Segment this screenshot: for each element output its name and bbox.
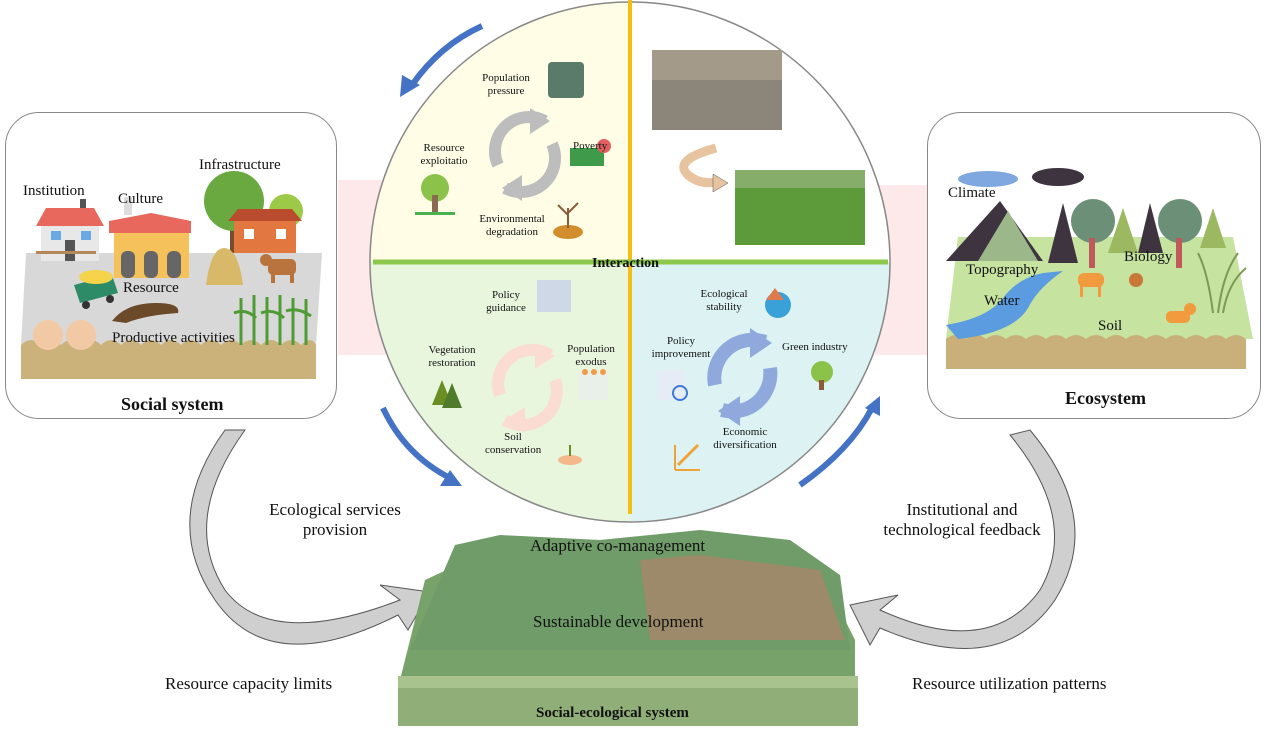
corn-field-icon [233, 295, 312, 345]
infrastructure-icon [204, 171, 303, 253]
squirrel-icon [1129, 273, 1143, 287]
right-feedback-arrow [849, 429, 1076, 649]
social-system-panel: Institution Culture Infrastructure Resou… [5, 112, 337, 419]
label-policy-improvement: Policy improvement [651, 335, 711, 360]
hay-bale-icon [66, 320, 96, 350]
economic-diversification-icon [674, 443, 700, 471]
label-infrastructure: Infrastructure [199, 157, 281, 173]
transition-arrow-icon [679, 143, 718, 188]
arrowhead-icon [440, 470, 462, 486]
arrow-to-ecosystem [798, 406, 875, 488]
label-soil: Soil [1098, 318, 1123, 334]
ecosystem-illustration [946, 168, 1253, 369]
hay-bale-icon [33, 320, 63, 350]
forest-icon [1048, 199, 1226, 268]
label-resource-utilization-patterns: Resource utilization patterns [912, 674, 1107, 693]
vegetation-restoration-icon [432, 380, 462, 408]
label-institution: Institution [23, 183, 85, 199]
soil-conservation-icon [558, 445, 582, 465]
green-industry-icon [811, 361, 833, 390]
label-culture: Culture [118, 191, 163, 207]
label-economic-diversification: Economic diversification [713, 426, 777, 451]
label-population-pressure: Population pressure [482, 72, 530, 97]
policy-guidance-icon [537, 280, 571, 312]
arrowhead-icon [400, 75, 420, 97]
cart-icon [74, 270, 118, 309]
interaction-title: Interaction [592, 256, 659, 271]
label-resource: Resource [123, 280, 179, 296]
label-sustainable-development: Sustainable development [533, 612, 704, 631]
policy-improvement-icon [657, 370, 688, 401]
label-ecological-services-provision: Ecological services provision [269, 500, 401, 539]
ecosystem-panel: Climate Topography Biology Water Soil Ec… [927, 112, 1261, 419]
label-institutional-technological-feedback: Institutional and technological feedback [883, 500, 1041, 539]
ecosystem-title: Ecosystem [1065, 388, 1146, 408]
label-environmental-degradation: Environmental degradation [479, 213, 545, 238]
deer-icon [1078, 273, 1104, 297]
label-poverty: Poverty [573, 140, 608, 152]
label-productive-activities: Productive activities [112, 330, 235, 346]
label-biology: Biology [1124, 249, 1173, 265]
label-ecological-stability: Ecological stability [700, 288, 748, 313]
label-climate: Climate [948, 185, 996, 201]
label-adaptive-co-management: Adaptive co-management [530, 536, 706, 555]
resource-exploitation-icon [415, 174, 455, 215]
label-population-exodus: Population exodus [567, 343, 615, 368]
arrow-to-restoration [380, 406, 452, 481]
ses-title: Social-ecological system [536, 705, 689, 721]
label-water: Water [984, 293, 1020, 309]
soil-layer [21, 340, 316, 379]
culture-building-icon [109, 197, 191, 278]
cow-icon [260, 254, 296, 283]
population-exodus-icon [578, 369, 608, 400]
population-pressure-icon [548, 62, 584, 98]
dirt-pile-icon [112, 303, 179, 323]
grass-icon [1197, 252, 1247, 314]
haystack-icon [206, 248, 243, 285]
river-icon [946, 271, 1063, 339]
label-resource-exploitation: Resource exploitatio [420, 142, 468, 167]
arrowhead-icon [865, 396, 880, 416]
label-vegetation-restoration: Vegetation restoration [428, 344, 476, 369]
label-topography: Topography [966, 262, 1039, 278]
soil-layer [946, 335, 1246, 369]
cloud-icon [1032, 168, 1084, 186]
dog-icon [1166, 303, 1196, 323]
label-soil-conservation: Soil conservation [485, 431, 542, 456]
poverty-icon [570, 148, 604, 166]
ecological-stability-icon [765, 288, 791, 318]
label-policy-guidance: Policy guidance [486, 289, 526, 314]
blue-flow-arrows [380, 23, 875, 488]
cloud-icon [958, 171, 1018, 187]
arrow-to-social-system [409, 23, 484, 87]
environmental-degradation-icon [553, 202, 583, 239]
institution-house-icon [36, 199, 104, 261]
social-system-title: Social system [121, 394, 224, 414]
label-resource-capacity-limits: Resource capacity limits [165, 674, 333, 693]
label-green-industry: Green industry [782, 341, 848, 353]
social-system-illustration [21, 171, 322, 379]
